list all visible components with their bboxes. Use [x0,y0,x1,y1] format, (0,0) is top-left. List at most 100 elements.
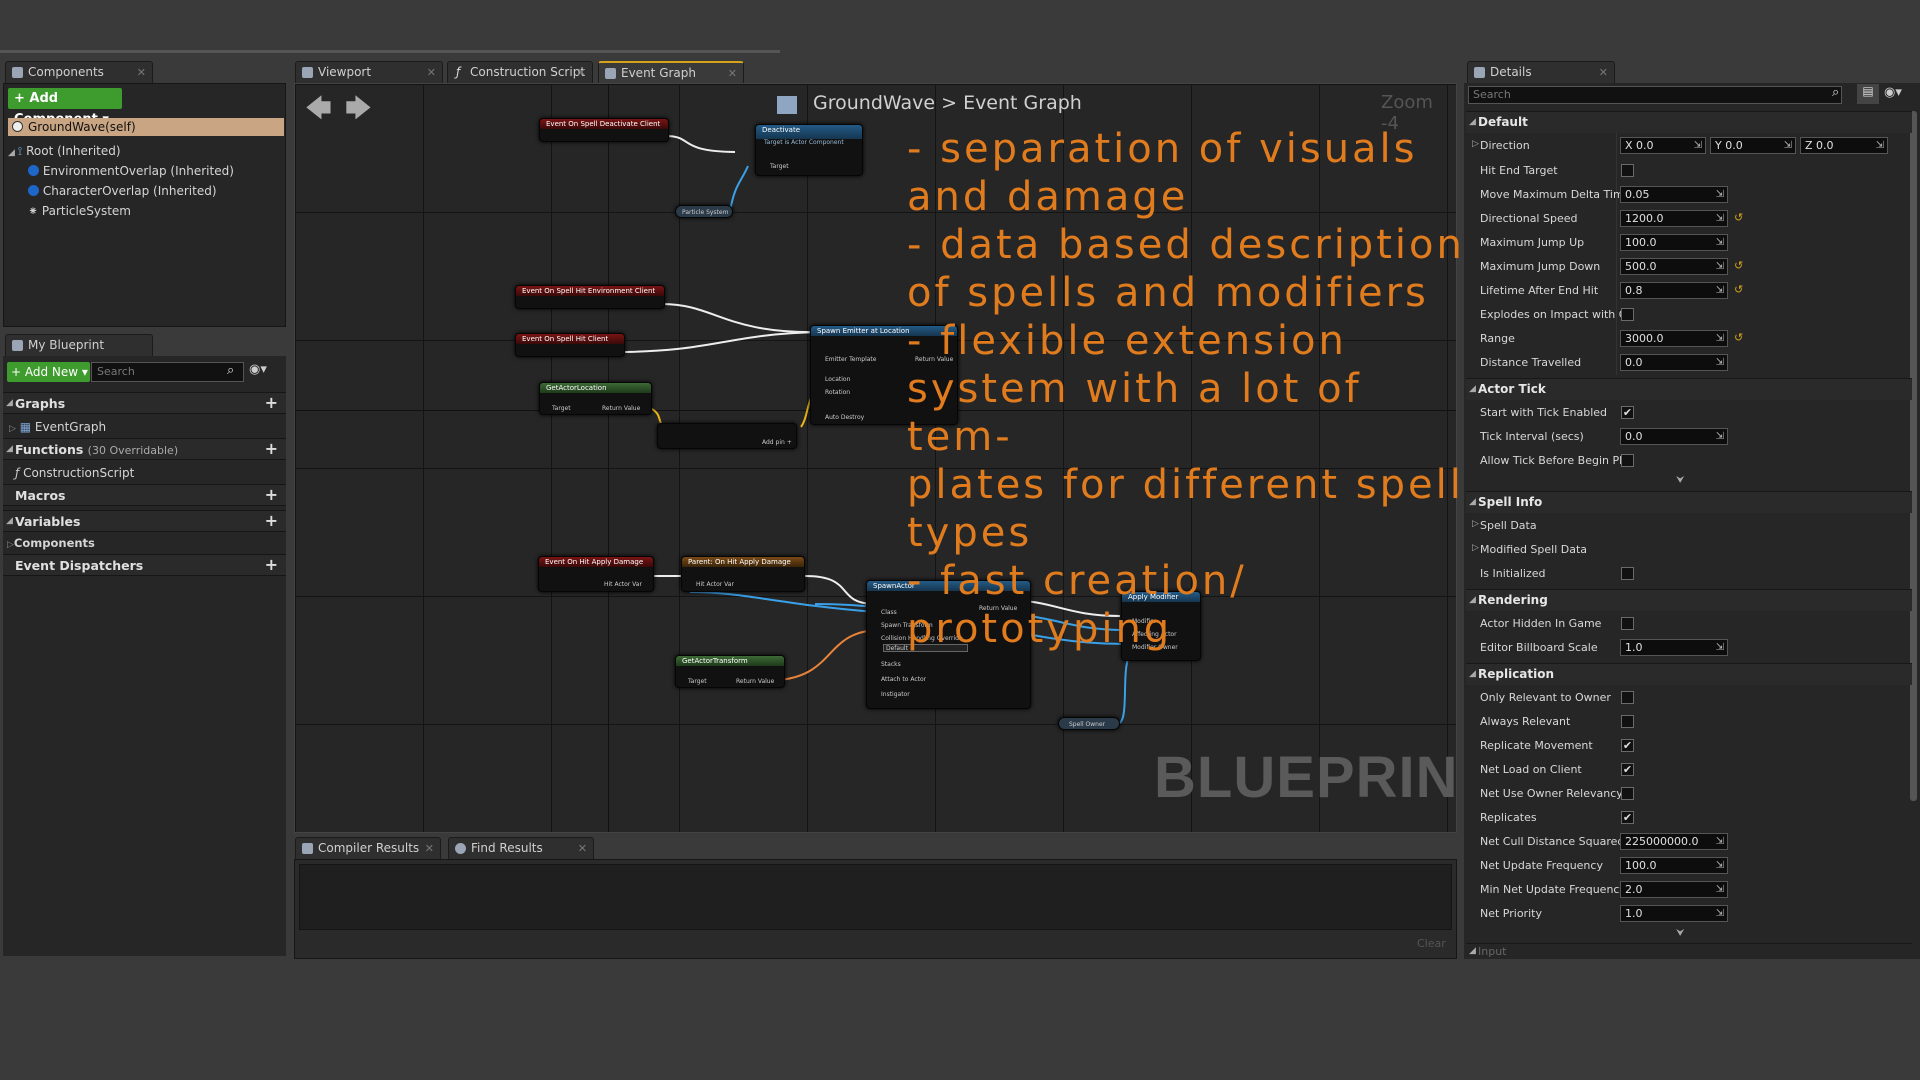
tree-item-particle-system[interactable]: ⁕ ParticleSystem [28,204,131,218]
pin-collision[interactable]: Collision Handling Override [881,635,963,642]
node-event-hit-client[interactable]: Event On Spell Hit Client [515,333,625,357]
pin-auto-destroy[interactable]: Auto Destroy [825,414,865,421]
pin-target[interactable]: Target [770,163,789,170]
row-modified-spell-data[interactable]: ▷Modified Spell Data [1470,538,1910,562]
number-field[interactable]: 225000000.0 [1620,833,1728,850]
details-scrollbar[interactable] [1910,111,1917,801]
node-make-vector[interactable]: Add pin + [657,423,797,449]
reset-to-default-icon[interactable]: ↺ [1734,211,1744,224]
number-field[interactable]: 0.0 [1620,354,1728,371]
number-field[interactable]: 0.05 [1620,186,1728,203]
number-field[interactable]: 0.0 [1620,428,1728,445]
number-field[interactable]: 1200.0 [1620,210,1728,227]
add-variable-icon[interactable]: + [264,511,278,530]
number-field[interactable]: 3000.0 [1620,330,1728,347]
direction-x-field[interactable]: X 0.0 [1620,137,1706,154]
checkbox[interactable]: ✔ [1621,406,1634,419]
number-field[interactable]: 0.8 [1620,282,1728,299]
pin-return-value[interactable]: Return Value [915,356,954,363]
checkbox[interactable] [1621,454,1634,467]
node-event-hit-environment[interactable]: Event On Spell Hit Environment Client [515,285,665,309]
pin-return-value[interactable]: Return Value [736,678,775,685]
grid-view-icon[interactable]: ▤ [1857,84,1879,104]
pin-hit-actor[interactable]: Hit Actor Var [696,581,734,588]
item-components[interactable]: ▷Components [7,536,95,550]
checkbox[interactable]: ✔ [1621,739,1634,752]
checkbox[interactable]: ✔ [1621,763,1634,776]
tab-details[interactable]: Details✕ [1467,61,1615,83]
checkbox[interactable] [1621,308,1634,321]
checkbox[interactable] [1621,164,1634,177]
number-field[interactable]: 100.0 [1620,234,1728,251]
close-icon[interactable]: ✕ [424,842,434,855]
component-self-row[interactable]: GroundWave(self) [8,118,284,136]
tab-event-graph[interactable]: Event Graph✕ [598,61,744,83]
pin-modifier-owner[interactable]: Modifier Owner [1132,644,1178,651]
node-spawn-actor[interactable]: SpawnActor Class Return Value Spawn Tran… [866,580,1031,709]
pin-return-value[interactable]: Return Value [602,405,641,412]
pin-hit-actor[interactable]: Hit Actor Var [604,581,642,588]
checkbox[interactable] [1621,691,1634,704]
expand-icon[interactable]: ▷ [1472,139,1479,149]
node-event-spell-deactivate[interactable]: Event On Spell Deactivate Client [539,118,669,142]
section-actor-tick[interactable]: ◢Actor Tick [1466,378,1912,400]
add-graph-icon[interactable]: + [264,393,278,412]
item-construction-script[interactable]: ƒ ConstructionScript [15,466,134,480]
close-icon[interactable]: ✕ [136,66,146,79]
direction-z-field[interactable]: Z 0.0 [1800,137,1888,154]
is-initialized-checkbox[interactable] [1621,567,1634,580]
pin-attach[interactable]: Attach to Actor [881,676,927,683]
expand-more-icon[interactable]: ⮟ [1676,928,1685,939]
add-pin-button[interactable]: Add pin + [762,439,792,446]
tab-viewport[interactable]: Viewport✕ [295,61,443,83]
close-icon[interactable]: ✕ [1598,66,1608,79]
tree-item-character-overlap[interactable]: CharacterOverlap (Inherited) [28,184,217,198]
eye-icon[interactable]: ◉▾ [1884,85,1902,100]
add-function-icon[interactable]: + [264,439,278,458]
breadcrumb-root[interactable]: GroundWave [813,92,936,114]
add-macro-icon[interactable]: + [264,485,278,504]
pin-instigator[interactable]: Instigator [881,691,910,698]
node-apply-modifier[interactable]: Apply Modifier Modifier Affecting Actor … [1121,591,1201,661]
pin-target[interactable]: Target [552,405,571,412]
pin-return-value[interactable]: Return Value [979,605,1018,612]
section-graphs[interactable]: ◢Graphs+ [3,392,286,414]
add-dispatcher-icon[interactable]: + [264,555,278,574]
collision-dropdown[interactable]: Default [883,644,968,652]
tab-find-results[interactable]: Find Results✕ [448,837,594,859]
close-icon[interactable]: ✕ [576,66,586,79]
row-spell-data[interactable]: ▷Spell Data [1470,514,1910,538]
pin-affecting-actor[interactable]: Affecting Actor [1132,631,1177,638]
tab-my-blueprint[interactable]: My Blueprint [5,334,153,356]
tree-item-environment-overlap[interactable]: EnvironmentOverlap (Inherited) [28,164,234,178]
item-event-graph[interactable]: ▷ ▦ EventGraph [9,420,107,434]
section-variables[interactable]: ◢Variables+ [3,510,286,532]
checkbox[interactable]: ✔ [1621,811,1634,824]
pin-stacks[interactable]: Stacks [881,661,901,668]
reset-to-default-icon[interactable]: ↺ [1734,283,1744,296]
number-field[interactable]: 1.0 [1620,639,1728,656]
number-field[interactable]: 2.0 [1620,881,1728,898]
close-icon[interactable]: ✕ [426,66,436,79]
direction-y-field[interactable]: Y 0.0 [1710,137,1796,154]
search-icon[interactable]: ⌕ [1832,85,1840,100]
search-icon[interactable]: ⌕ [227,363,235,378]
pin-location[interactable]: Location [825,376,851,383]
checkbox[interactable] [1621,715,1634,728]
blueprint-search-input[interactable]: Search [91,362,244,382]
close-icon[interactable]: ✕ [727,67,737,80]
close-icon[interactable]: ✕ [577,842,587,855]
node-particle-system[interactable]: Particle System [675,205,733,218]
section-replication[interactable]: ◢Replication [1466,663,1912,685]
tab-compiler-results[interactable]: Compiler Results✕ [295,837,441,859]
section-functions[interactable]: ◢Functions (30 Overridable)+ [3,438,286,460]
expand-icon[interactable]: ▷ [1472,543,1479,553]
tab-components[interactable]: Components ✕ [5,61,153,83]
section-rendering[interactable]: ◢Rendering [1466,589,1912,611]
tree-item-root[interactable]: ◢ ⟟ Root (Inherited) [8,144,121,158]
add-new-button[interactable]: + Add New ▾ [7,362,90,382]
